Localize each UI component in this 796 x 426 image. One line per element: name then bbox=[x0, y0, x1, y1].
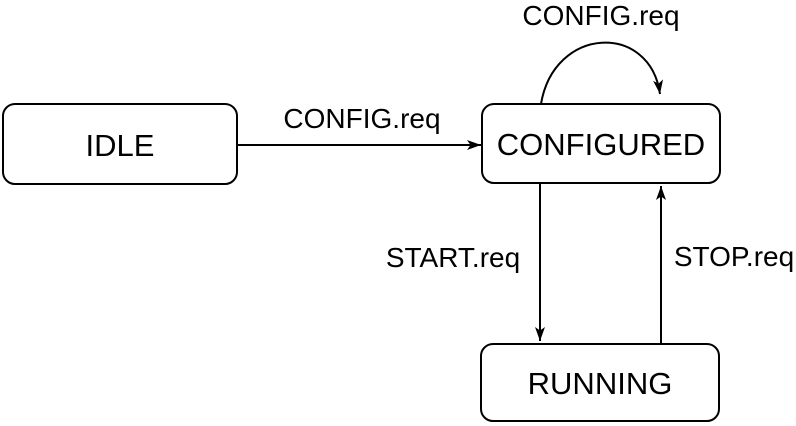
transition-label-config-req-loop: CONFIG.req bbox=[522, 0, 679, 31]
state-configured-label: CONFIGURED bbox=[497, 127, 705, 162]
state-idle-box bbox=[2, 103, 238, 185]
state-idle: IDLE bbox=[2, 103, 238, 185]
transition-configured-self-loop: CONFIG.req bbox=[522, 0, 680, 105]
transition-configured-to-running: START.req bbox=[386, 184, 545, 341]
state-configured-box bbox=[481, 103, 721, 184]
state-idle-label: IDLE bbox=[86, 128, 155, 163]
state-running-box bbox=[480, 343, 720, 422]
transition-label-stop-req: STOP.req bbox=[674, 241, 794, 272]
transition-label-config-req: CONFIG.req bbox=[283, 103, 440, 134]
state-running-label: RUNNING bbox=[528, 366, 673, 401]
state-running: RUNNING bbox=[480, 343, 720, 422]
arrow-configured-self-loop bbox=[540, 41, 664, 105]
transition-running-to-configured: STOP.req bbox=[656, 186, 794, 344]
transition-label-start-req: START.req bbox=[386, 242, 520, 273]
transition-idle-to-configured: CONFIG.req bbox=[237, 103, 481, 150]
state-configured: CONFIGURED bbox=[481, 103, 721, 184]
